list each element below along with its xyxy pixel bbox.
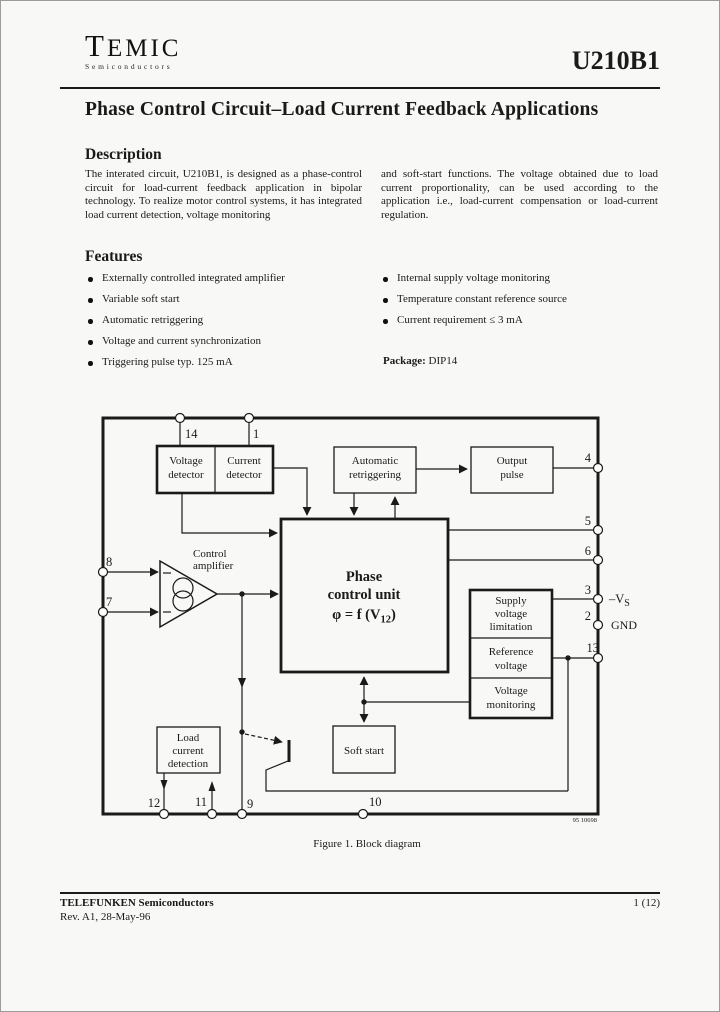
block-soft-start: Soft start <box>332 725 396 774</box>
neg-vs-label: –VS <box>608 592 630 609</box>
svg-text:amplifier: amplifier <box>193 560 234 572</box>
part-number: U210B1 <box>571 46 660 75</box>
footer-rule <box>60 892 660 894</box>
bullet-icon <box>88 361 93 366</box>
svg-text:current: current <box>172 745 203 757</box>
bullet-icon <box>383 298 388 303</box>
bullet-icon <box>88 298 93 303</box>
bullet-icon <box>88 319 93 324</box>
feature-item: Externally controlled integrated amplifi… <box>86 272 376 293</box>
svg-text:control unit: control unit <box>328 587 401 603</box>
drawing-number: 95 10698 <box>573 817 597 824</box>
feature-item: Automatic retriggering <box>86 314 376 335</box>
brand-logo: TEMIC Semiconductors <box>85 28 182 71</box>
svg-text:10: 10 <box>369 795 382 809</box>
feature-item: Current requirement ≤ 3 mA <box>381 314 671 335</box>
block-output-pulse: Output pulse <box>470 446 554 494</box>
features-list-left: Externally controlled integrated amplifi… <box>86 272 376 377</box>
svg-text:14: 14 <box>185 427 198 441</box>
phase-formula: φ = f (V12) <box>332 607 396 626</box>
svg-text:detection: detection <box>168 758 209 770</box>
footer-company: TELEFUNKEN Semiconductors <box>60 897 214 909</box>
svg-text:Automatic: Automatic <box>352 455 399 467</box>
svg-text:voltage: voltage <box>495 608 527 620</box>
svg-text:4: 4 <box>585 451 592 465</box>
feature-item: Variable soft start <box>86 293 376 314</box>
svg-text:12: 12 <box>148 796 161 810</box>
svg-text:Reference: Reference <box>489 646 534 658</box>
svg-text:Current: Current <box>227 455 261 467</box>
block-automatic-retriggering: Automatic retriggering <box>333 446 417 494</box>
bullet-icon <box>383 319 388 324</box>
page-title: Phase Control Circuit–Load Current Feedb… <box>85 99 599 120</box>
svg-text:7: 7 <box>106 595 112 609</box>
feature-item: Triggering pulse typ. 125 mA <box>86 356 376 377</box>
package-label: Package: <box>383 355 426 367</box>
block-phase-control-unit: Phase control unit φ = f (V12) <box>279 517 450 674</box>
block-voltage-current-detector: Voltage detector Current detector <box>155 444 275 495</box>
svg-text:3: 3 <box>585 583 591 597</box>
brand-subtitle: Semiconductors <box>85 62 173 71</box>
block-supply-reference-monitoring: Supply voltage limitation Reference volt… <box>468 588 554 720</box>
bullet-icon <box>383 277 388 282</box>
svg-text:Output: Output <box>497 455 528 467</box>
package-info: Package: DIP14 <box>383 355 457 367</box>
svg-text:2: 2 <box>585 609 591 623</box>
footer-page-number: 1 (12) <box>633 897 660 909</box>
svg-text:8: 8 <box>106 555 112 569</box>
pin-labels: 14 1 4 5 6 3 2 13 8 7 12 11 9 10 <box>106 427 599 811</box>
figure-caption: Figure 1. Block diagram <box>313 838 421 850</box>
svg-text:monitoring: monitoring <box>487 699 536 711</box>
svg-text:Load: Load <box>177 732 200 744</box>
control-amplifier-symbol: Control amplifier <box>159 548 234 629</box>
brand-name: TEMIC <box>85 28 182 63</box>
feature-item: Internal supply voltage monitoring <box>381 272 671 293</box>
features-list-right: Internal supply voltage monitoring Tempe… <box>381 272 671 335</box>
package-value: DIP14 <box>428 355 458 367</box>
bullet-icon <box>88 277 93 282</box>
header-rule <box>60 87 660 89</box>
svg-text:Supply: Supply <box>495 595 527 607</box>
description-heading: Description <box>85 146 162 163</box>
external-pin-labels: –VS GND <box>608 592 637 632</box>
svg-text:Phase: Phase <box>346 569 383 585</box>
feature-item: Temperature constant reference source <box>381 293 671 314</box>
svg-text:11: 11 <box>195 795 207 809</box>
svg-text:retriggering: retriggering <box>349 469 401 481</box>
bullet-icon <box>88 340 93 345</box>
svg-text:9: 9 <box>247 797 253 811</box>
block-load-current-detection: Load current detection <box>156 726 221 774</box>
feature-item: Voltage and current synchronization <box>86 335 376 356</box>
footer-revision: Rev. A1, 28-May-96 <box>60 911 151 923</box>
svg-text:detector: detector <box>168 469 204 481</box>
svg-text:Soft start: Soft start <box>344 745 384 757</box>
description-col2: and soft-start functions. The voltage ob… <box>381 168 658 221</box>
svg-text:Voltage: Voltage <box>169 455 203 467</box>
svg-text:pulse: pulse <box>500 469 523 481</box>
svg-text:13: 13 <box>587 641 600 655</box>
svg-text:6: 6 <box>585 544 591 558</box>
pin-terminals <box>97 412 604 820</box>
description-col1: The interated circuit, U210B1, is design… <box>85 168 362 221</box>
svg-text:5: 5 <box>585 514 591 528</box>
svg-text:Voltage: Voltage <box>494 685 528 697</box>
svg-text:voltage: voltage <box>495 660 527 672</box>
svg-text:1: 1 <box>253 427 259 441</box>
svg-text:limitation: limitation <box>490 621 533 633</box>
svg-text:Control: Control <box>193 548 227 560</box>
connection-wires <box>108 422 594 810</box>
features-heading: Features <box>85 248 143 265</box>
svg-text:detector: detector <box>226 469 262 481</box>
gnd-label: GND <box>611 618 637 632</box>
